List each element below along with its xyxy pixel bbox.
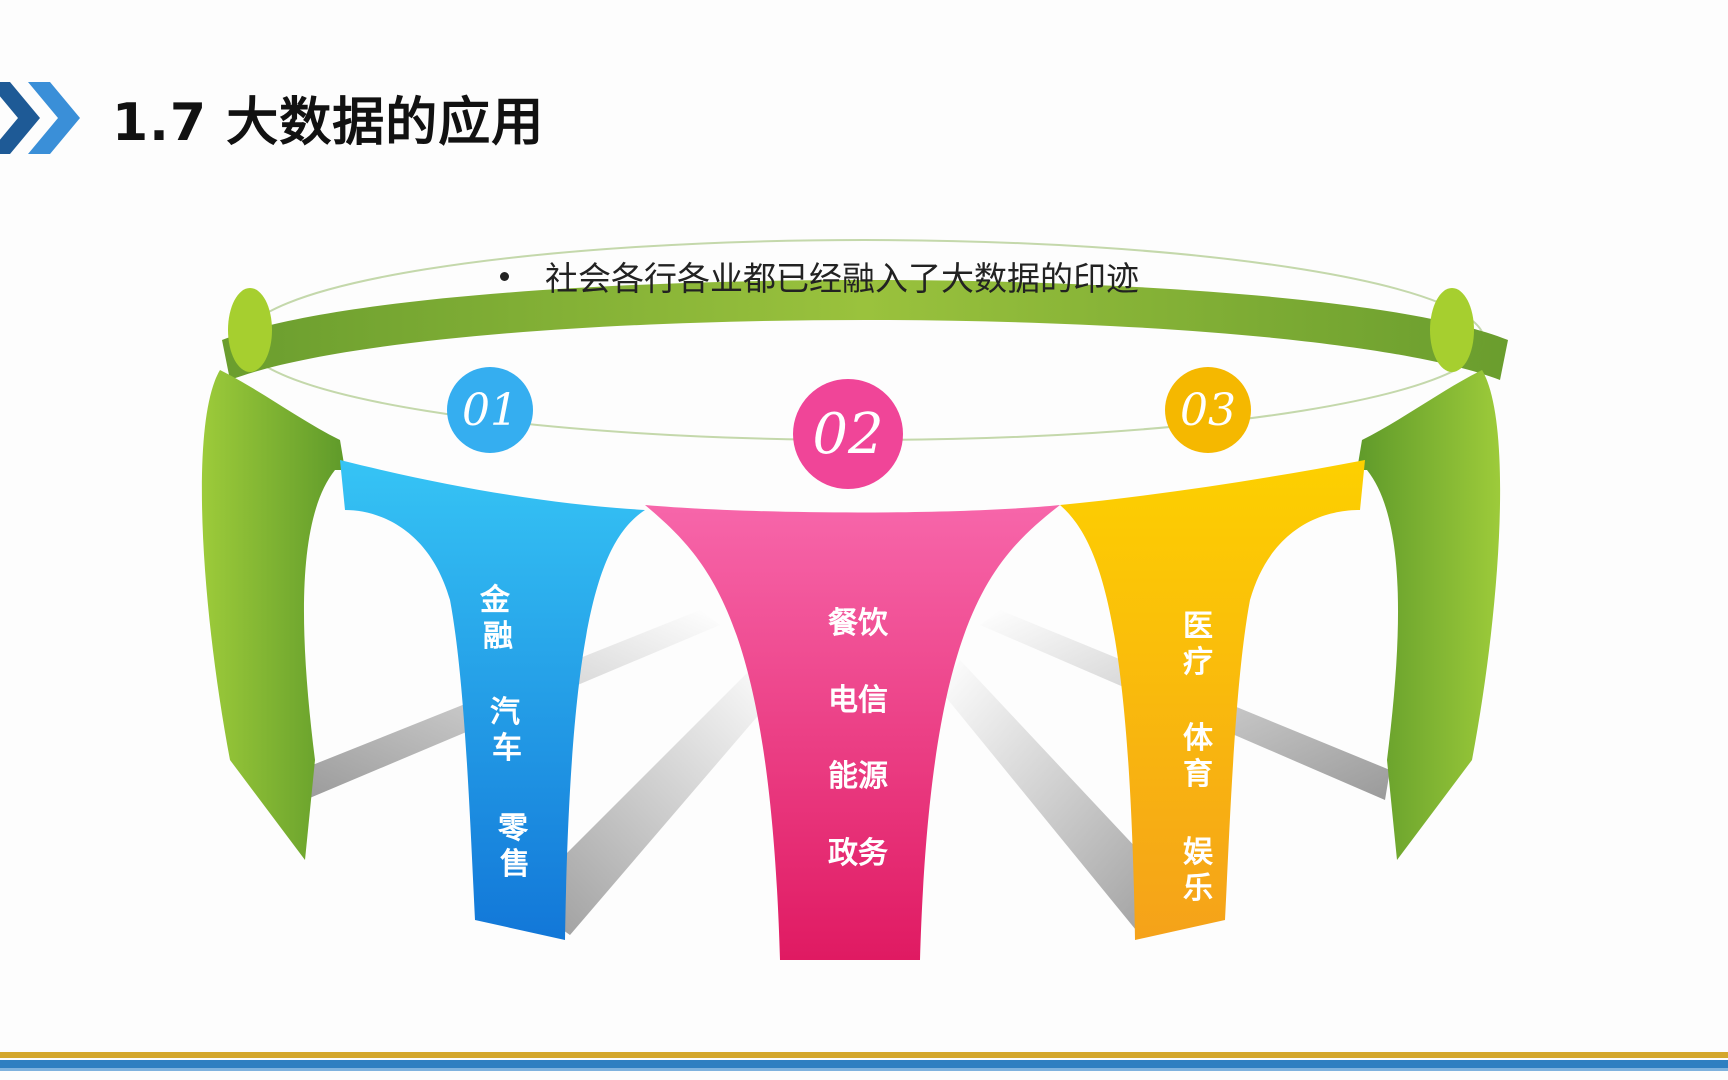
yellow-arch [1060, 460, 1365, 940]
svg-text:零: 零 [498, 811, 529, 846]
svg-text:体: 体 [1183, 721, 1214, 756]
label-catering: 餐饮 [828, 606, 889, 641]
number-01: 01 [462, 385, 518, 436]
bottom-bar-light [0, 1068, 1728, 1071]
label-sports: 体 育 [1183, 721, 1214, 792]
bullet-dot [500, 272, 509, 281]
slide-title: 1.7 大数据的应用 [112, 93, 545, 153]
left-figure [201, 288, 345, 860]
label-telecom: 电信 [828, 683, 888, 718]
svg-text:融: 融 [483, 619, 513, 654]
svg-text:乐: 乐 [1183, 871, 1213, 906]
label-medical: 医 疗 [1183, 609, 1213, 680]
svg-text:医: 医 [1183, 609, 1213, 644]
svg-text:娱: 娱 [1183, 835, 1214, 870]
label-government: 政务 [828, 836, 888, 871]
label-energy: 能源 [828, 759, 888, 794]
number-02: 02 [812, 402, 883, 467]
bullet-line: 社会各行各业都已经融入了大数据的印迹 [500, 252, 1139, 300]
svg-text:育: 育 [1183, 757, 1213, 792]
label-auto: 汽 车 [490, 695, 522, 766]
circle-03: 03 [1165, 367, 1251, 453]
bottom-bar-blue [0, 1060, 1728, 1068]
slide-header: 1.7 大数据的应用 [0, 72, 800, 162]
svg-text:车: 车 [492, 731, 522, 766]
label-entertainment: 娱 乐 [1183, 835, 1214, 906]
ring-back [222, 280, 1508, 380]
label-retail: 零 售 [498, 811, 530, 882]
bottom-bar-gold [0, 1052, 1728, 1058]
industry-diagram: 01 02 03 金 融 汽 车 零 售 餐饮 电信 能源 政务 医 疗 [201, 239, 1508, 960]
right-figure [1357, 288, 1501, 860]
chevron-double-icon [0, 82, 80, 154]
number-03: 03 [1180, 385, 1236, 436]
label-finance: 金 融 [479, 583, 513, 654]
svg-text:疗: 疗 [1183, 645, 1213, 680]
pink-arch [645, 505, 1060, 960]
svg-text:汽: 汽 [490, 695, 520, 730]
svg-text:金: 金 [479, 583, 511, 618]
bullet-text: 社会各行各业都已经融入了大数据的印迹 [545, 259, 1139, 298]
circle-01: 01 [447, 367, 533, 453]
circle-02: 02 [793, 379, 903, 489]
blue-arch [340, 460, 645, 940]
svg-text:售: 售 [500, 847, 530, 882]
